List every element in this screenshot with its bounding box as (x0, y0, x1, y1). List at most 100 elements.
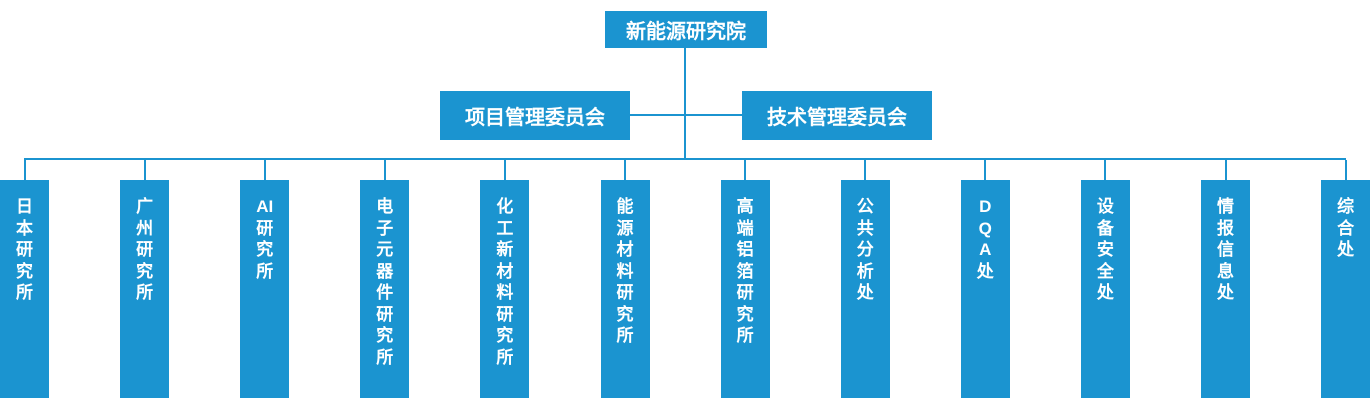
department-label-line: 息 (1217, 261, 1234, 281)
department-node: 综合处 (1321, 180, 1370, 398)
department-node: 高端铝箔研究所 (720, 180, 770, 398)
department-label-line: 高 (736, 197, 754, 216)
department-label-line: 所 (256, 261, 274, 281)
department-label-line: 处 (1217, 283, 1234, 302)
department-label-line: 所 (616, 326, 634, 345)
department-label-line: 材 (616, 240, 634, 259)
root-node: 新能源研究院 (605, 11, 767, 48)
department-label-line: 件 (376, 283, 394, 302)
department-node: 化工新材料研究所 (480, 180, 530, 398)
department-node: 电子元器件研究所 (360, 180, 410, 398)
department-label-line: 料 (496, 283, 514, 302)
department-label-line: 分 (856, 240, 874, 259)
department-label-line: 铝 (736, 240, 754, 259)
department-node: 日本研究所 (0, 180, 49, 398)
connector-drop (1344, 160, 1347, 180)
department-label-line: 研 (376, 304, 394, 324)
department-node: 情报信息处 (1201, 180, 1250, 398)
dept-column: 设备安全处 (1080, 160, 1130, 398)
connector-drop (23, 160, 26, 180)
department-label-line: 处 (976, 261, 994, 281)
department-label-line: 源 (616, 218, 634, 238)
department-label-line: 所 (376, 347, 394, 367)
department-label-line: 研 (736, 283, 754, 302)
department-label-line: 研 (136, 240, 154, 259)
dept-column: 综合处 (1321, 160, 1370, 398)
department-label-line: 所 (16, 283, 33, 302)
department-label-line: 元 (376, 240, 394, 259)
dept-column: 高端铝箔研究所 (720, 160, 770, 398)
connector-drop (624, 160, 626, 180)
committee-node-technology-management: 技术管理委员会 (742, 91, 932, 140)
dept-column: 广州研究所 (120, 160, 170, 398)
department-label-line: 子 (376, 218, 394, 238)
department-label-line: 情 (1217, 197, 1234, 216)
dept-column: 化工新材料研究所 (480, 160, 530, 398)
department-label-line: 端 (736, 218, 754, 238)
department-label-line: 全 (1096, 261, 1114, 281)
connector-drop (383, 160, 386, 180)
dept-column: 电子元器件研究所 (360, 160, 410, 398)
department-label-line: 研 (616, 283, 634, 302)
dept-column: AI 研究所 (240, 160, 290, 398)
connector-drop (263, 160, 266, 180)
department-label-line: 综 (1337, 197, 1355, 216)
department-label-line: 公 (856, 197, 874, 216)
department-label-line: 本 (16, 218, 33, 238)
department-label-line: 日 (16, 197, 33, 216)
department-node: 广州研究所 (120, 180, 170, 398)
department-label-line: 处 (1096, 283, 1114, 302)
department-label-line: 设 (1096, 197, 1114, 216)
department-label-line: D (979, 197, 992, 216)
connector-main-horizontal (24, 158, 1346, 160)
department-label-line: 所 (736, 326, 754, 345)
department-label-line: 备 (1096, 218, 1114, 238)
department-label-line: 电 (376, 197, 394, 216)
department-label-line: AI (256, 197, 274, 216)
department-node: 能源材料研究所 (600, 180, 650, 398)
department-label-line: 广 (136, 197, 154, 216)
department-node: AI 研究所 (240, 180, 290, 398)
department-label-line: 究 (616, 304, 634, 324)
department-label-line: 能 (616, 197, 634, 216)
department-label-line: 料 (616, 261, 634, 281)
department-label-line: 州 (136, 218, 154, 238)
department-label-line: 处 (1337, 240, 1355, 259)
connector-drop (1224, 160, 1227, 180)
department-label-line: 所 (496, 347, 514, 367)
department-label-line: 报 (1217, 218, 1234, 238)
connector-drop (864, 160, 867, 180)
connector-drop (744, 160, 747, 180)
connector-drop (503, 160, 506, 180)
department-node: 设备安全处 (1080, 180, 1130, 398)
department-label-line: 究 (496, 326, 514, 345)
connector-drop (143, 160, 146, 180)
department-label-line: 安 (1096, 240, 1114, 259)
dept-column: 公共分析处 (840, 160, 890, 398)
department-label-line: 研 (496, 304, 514, 324)
connector-drop (984, 160, 987, 180)
committee-node-project-management: 项目管理委员会 (440, 91, 630, 140)
department-label-line: 究 (256, 240, 274, 259)
department-label-line: 所 (136, 283, 154, 302)
department-label-line: 研 (16, 240, 33, 259)
department-label-line: 箔 (736, 261, 754, 281)
department-node: 公共分析处 (840, 180, 890, 398)
connector-committee-horizontal (628, 114, 744, 116)
department-label-line: 化 (496, 197, 514, 216)
connector-drop (1104, 160, 1107, 180)
dept-column: 情报信息处 (1201, 160, 1250, 398)
department-label-line: 究 (376, 326, 394, 345)
department-label-line: 析 (856, 261, 874, 281)
department-label-line: 究 (736, 304, 754, 324)
department-label-line: A (979, 240, 992, 259)
department-label-line: Q (978, 218, 992, 238)
department-label-line: 研 (256, 218, 274, 238)
department-label-line: 合 (1337, 218, 1355, 238)
dept-column: 能源材料研究所 (600, 160, 650, 398)
department-label-line: 共 (856, 218, 874, 238)
